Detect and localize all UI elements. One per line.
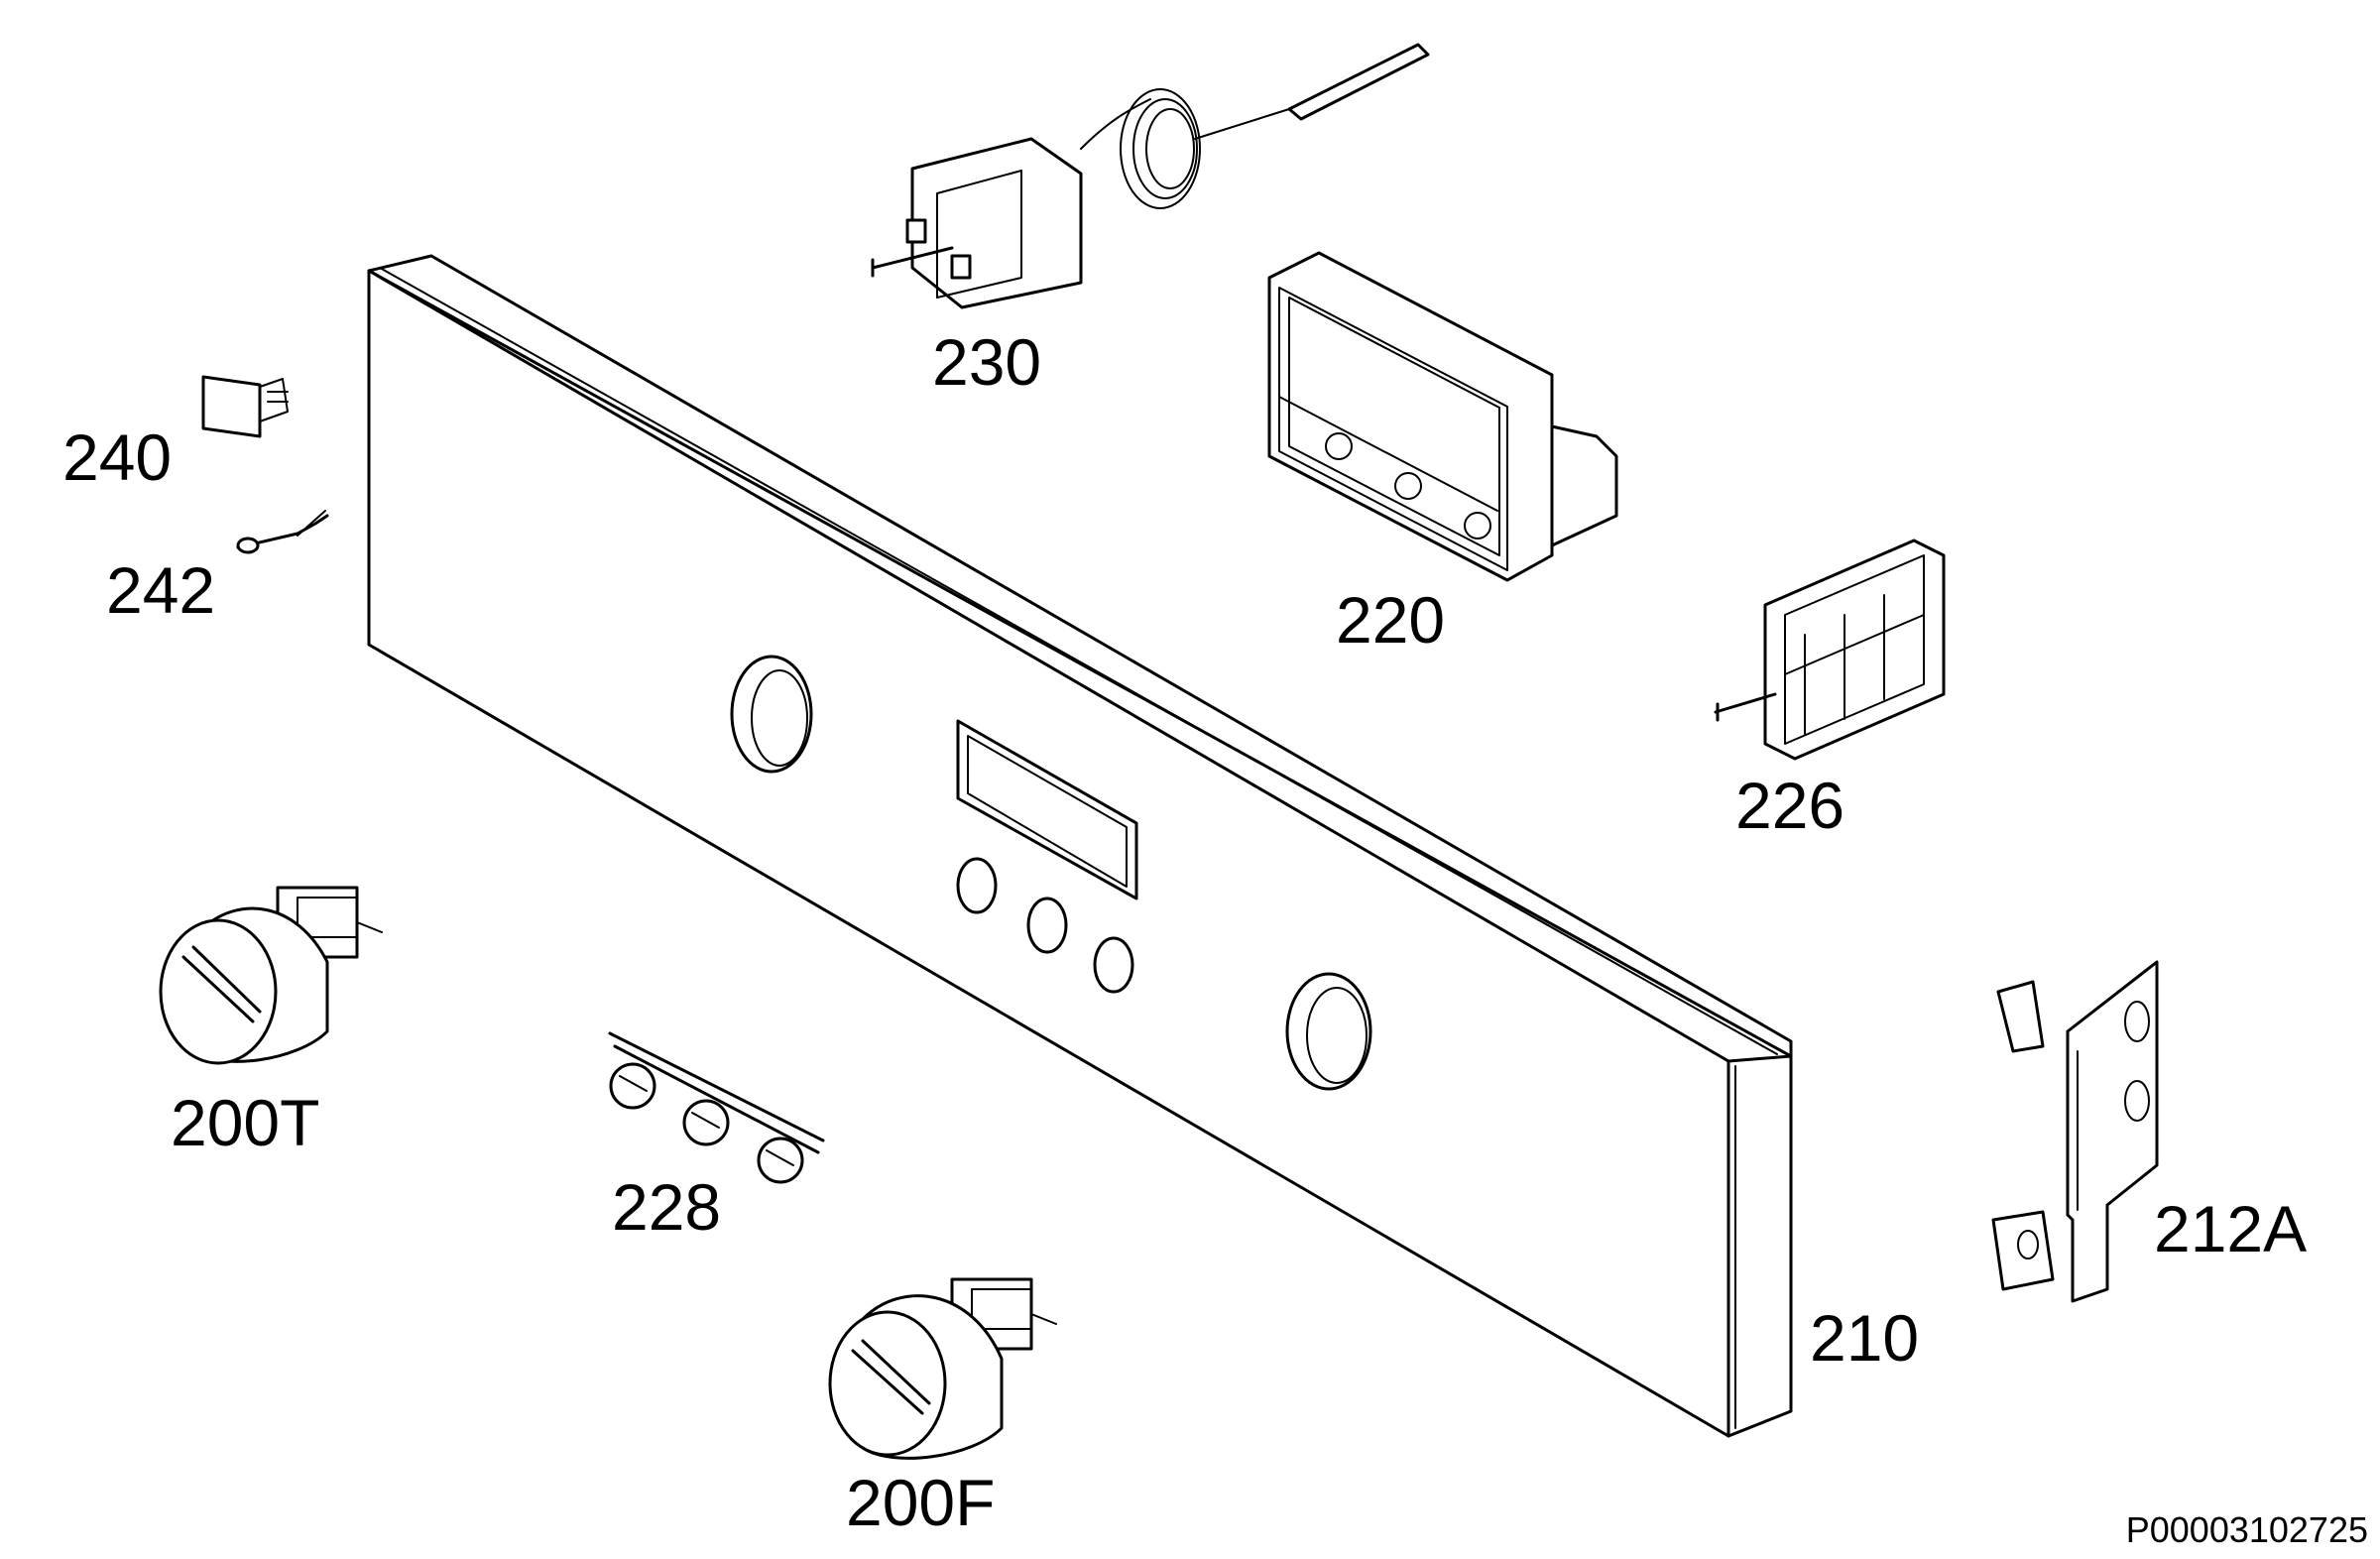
part-label-210: 210 [1810, 1301, 1919, 1375]
control-panel-drawing [367, 254, 1793, 1438]
part-labels: 230 220 240 242 226 200T 228 210 212A 20… [62, 325, 2307, 1539]
document-code: P00003102725 [2126, 1509, 2368, 1550]
part-label-212A: 212A [2154, 1192, 2307, 1265]
thermostat-knob-drawing [159, 886, 383, 1065]
thermostat-drawing [871, 43, 1430, 309]
signal-lamp-drawing [236, 510, 329, 554]
timer-housing-drawing [1267, 251, 1618, 582]
function-knob-drawing [828, 1277, 1057, 1460]
part-label-200T: 200T [171, 1086, 319, 1159]
function-switch-drawing [1714, 539, 1946, 761]
part-label-220: 220 [1336, 583, 1445, 657]
push-buttons-drawing [608, 1031, 825, 1184]
panel-bracket-drawing [1991, 960, 2159, 1303]
indicator-lens-drawing [201, 375, 289, 438]
part-label-200F: 200F [846, 1466, 995, 1539]
part-label-242: 242 [106, 553, 215, 627]
part-label-226: 226 [1735, 769, 1844, 842]
part-label-230: 230 [932, 325, 1041, 399]
part-label-240: 240 [62, 420, 172, 494]
part-label-228: 228 [612, 1170, 721, 1244]
